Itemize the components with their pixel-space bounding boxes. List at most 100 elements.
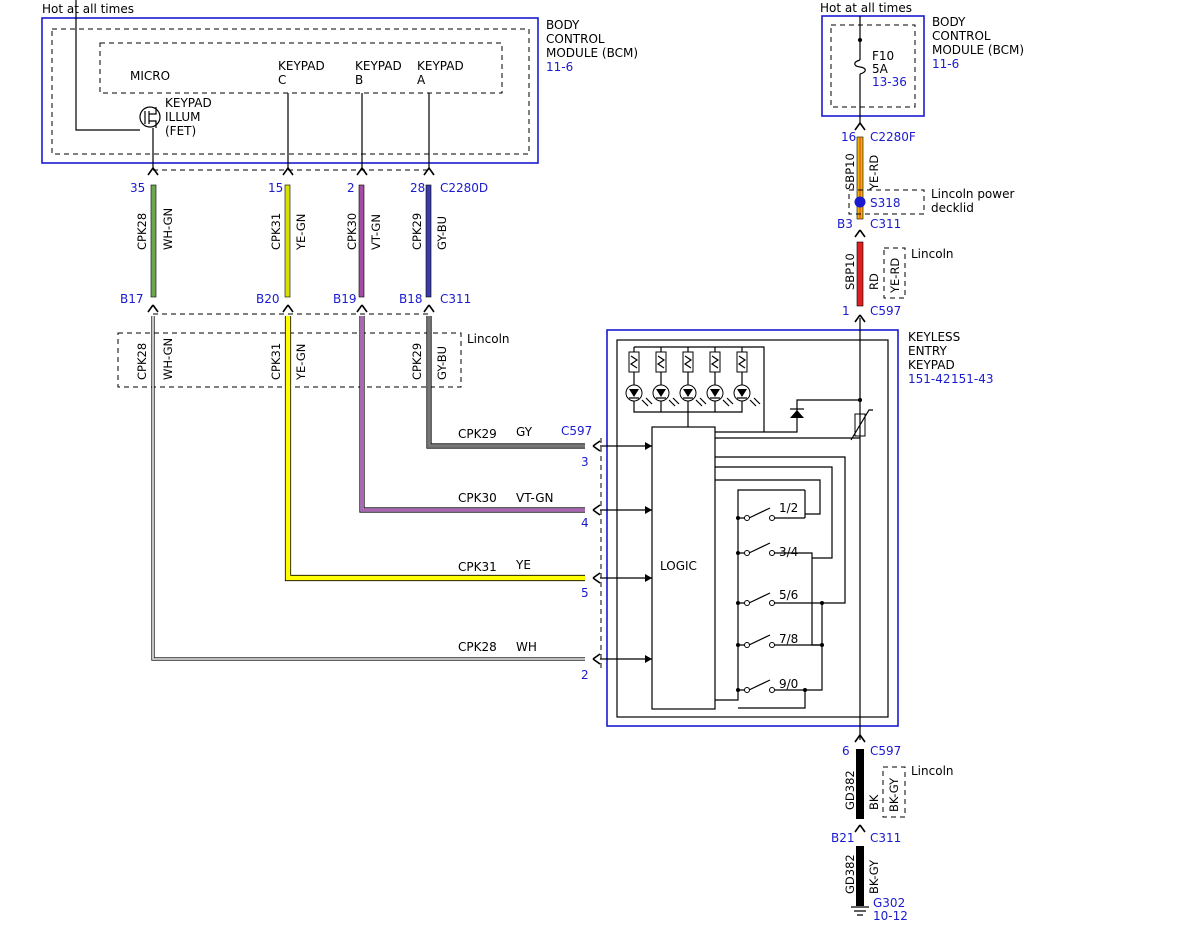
right-bcm: Hot at all times BODY CONTROL MODULE (BC… — [820, 1, 1024, 123]
c2280d-pin-28: 28 — [410, 181, 425, 195]
wire-cpk29-route — [427, 316, 585, 448]
cpk29-h-color: GY — [516, 425, 533, 439]
keypad-input-lines — [600, 445, 652, 660]
resistor-icon — [628, 351, 748, 373]
cpk31-h-color: YE — [515, 558, 531, 572]
left-bcm-outline — [41, 17, 539, 164]
wire-cpk29-upper — [425, 184, 432, 298]
keyless-entry-keypad: KEYLESS ENTRY KEYPAD 151-42 151-43 — [600, 329, 994, 727]
wire-cpk30-upper — [358, 184, 365, 298]
sbp10-upper-color: YE-RD — [867, 155, 881, 191]
keypad-b-label-1: KEYPAD — [355, 59, 402, 73]
logic-label: LOGIC — [660, 559, 697, 573]
c597-bottom-label[interactable]: C597 — [870, 744, 901, 758]
thermistor-icon — [850, 409, 873, 441]
c311-left-label[interactable]: C311 — [440, 292, 471, 306]
right-bcm-power-label: Hot at all times — [820, 1, 912, 15]
fet-label-3: (FET) — [165, 124, 196, 138]
wire-gd382-lower — [856, 846, 864, 906]
connector-c597-left: C597 3 4 5 2 — [561, 424, 602, 682]
right-bcm-ref[interactable]: 11-6 — [932, 57, 959, 71]
c597-pin-3: 3 — [581, 455, 589, 469]
button-9-0-label: 9/0 — [779, 677, 798, 691]
keypad-a-label-2: A — [417, 73, 426, 87]
c597-pin-5: 5 — [581, 586, 589, 600]
keypad-inner-box — [616, 339, 889, 718]
gd382-upper-circuit: GD382 — [843, 770, 857, 810]
lincoln-left-label: Lincoln — [467, 332, 510, 346]
fet-label-1: KEYPAD — [165, 96, 212, 110]
gd382-upper-color: BK — [867, 794, 881, 810]
c597-pin-2: 2 — [581, 668, 589, 682]
connector-c2280d: 35 15 2 28 C2280D — [130, 167, 488, 195]
right-bcm-title-3: MODULE (BCM) — [932, 43, 1024, 57]
keypad-ref-1[interactable]: 151-42 — [908, 372, 951, 386]
c311-right-label[interactable]: C311 — [870, 217, 901, 231]
c311-pin-b3: B3 — [837, 217, 853, 231]
button-3-4-label: 3/4 — [779, 545, 798, 559]
left-bcm: Hot at all times BODY CONTROL MODULE (BC… — [41, 0, 638, 168]
keypad-switches — [736, 490, 824, 709]
wire-gd382-upper — [856, 749, 864, 819]
lincoln-left-box: Lincoln CPK28 WH-GN CPK31 YE-GN CPK29 GY… — [117, 332, 510, 388]
c2280d-pin-35: 35 — [130, 181, 145, 195]
left-bcm-inner-dash — [51, 28, 530, 155]
left-bcm-ref[interactable]: 11-6 — [546, 60, 573, 74]
gd382-lower-color: BK-GY — [867, 859, 881, 894]
c597-top-label[interactable]: C597 — [870, 304, 901, 318]
cpk29-upper-color: GY-BU — [435, 216, 449, 250]
cpk28-h-circuit: CPK28 — [458, 640, 497, 654]
keypad-title-3: KEYPAD — [908, 358, 955, 372]
cpk29-h-circuit: CPK29 — [458, 427, 497, 441]
gd382-alt-color: BK-GY — [887, 777, 901, 812]
c597-left-label[interactable]: C597 — [561, 424, 592, 438]
fet-label-2: ILLUM — [165, 110, 200, 124]
c2280f-label[interactable]: C2280F — [870, 130, 916, 144]
upper-wires: CPK28 WH-GN CPK31 YE-GN CPK30 VT-GN CPK2… — [135, 184, 449, 298]
c597-pin-6: 6 — [842, 744, 850, 758]
left-bcm-title-2: CONTROL — [546, 32, 605, 46]
c311-pin-b17: B17 — [120, 292, 144, 306]
sbp10-lower-alt-color: YE-RD — [888, 258, 902, 294]
c311-bottom-label[interactable]: C311 — [870, 831, 901, 845]
sbp10-lower-color: RD — [867, 273, 881, 290]
ground-icon — [851, 906, 869, 916]
fet-icon — [139, 106, 161, 128]
led-icon — [625, 384, 761, 407]
gd382-lower-circuit: GD382 — [843, 854, 857, 894]
cpk28-lower-circuit: CPK28 — [135, 343, 149, 380]
left-bcm-title-3: MODULE (BCM) — [546, 46, 638, 60]
cpk31-upper-circuit: CPK31 — [269, 213, 283, 250]
ground-label[interactable]: G302 — [873, 896, 905, 910]
gd382-lincoln-box — [882, 766, 906, 818]
sbp10-upper-circuit: SBP10 — [843, 153, 857, 190]
gd382-lincoln-label: Lincoln — [911, 764, 954, 778]
fuse-ref[interactable]: 13-36 — [872, 75, 907, 89]
sbp10-lincoln-box — [883, 247, 906, 299]
sbp10-lower-circuit: SBP10 — [843, 253, 857, 290]
cpk28-upper-circuit: CPK28 — [135, 213, 149, 250]
cpk29-lower-circuit: CPK29 — [410, 343, 424, 380]
ground-ref[interactable]: 10-12 — [873, 909, 908, 923]
button-5-6-label: 5/6 — [779, 588, 798, 602]
wire-cpk28-upper — [150, 184, 157, 298]
cpk30-upper-color: VT-GN — [369, 214, 383, 250]
cpk30-h-color: VT-GN — [516, 491, 553, 505]
led-array — [625, 346, 765, 432]
c2280d-label[interactable]: C2280D — [440, 181, 488, 195]
wire-sbp10-lower — [856, 241, 864, 307]
cpk28-lower-color: WH-GN — [161, 338, 175, 380]
keypad-c-label-2: C — [278, 73, 286, 87]
right-wire-chain: 16 C2280F SBP10 YE-RD S318 Lincoln power… — [831, 122, 1014, 923]
c2280f-pin-16: 16 — [841, 130, 856, 144]
button-7-8-label: 7/8 — [779, 632, 798, 646]
splice-s318-label[interactable]: S318 — [870, 196, 901, 210]
diode-icon — [790, 408, 804, 418]
cpk31-upper-color: YE-GN — [294, 214, 308, 251]
left-bcm-title-1: BODY — [546, 18, 580, 32]
keypad-ref-2[interactable]: 151-43 — [951, 372, 994, 386]
fuse-icon — [854, 59, 866, 75]
keypad-a-label-1: KEYPAD — [417, 59, 464, 73]
keypad-b-label-2: B — [355, 73, 363, 87]
